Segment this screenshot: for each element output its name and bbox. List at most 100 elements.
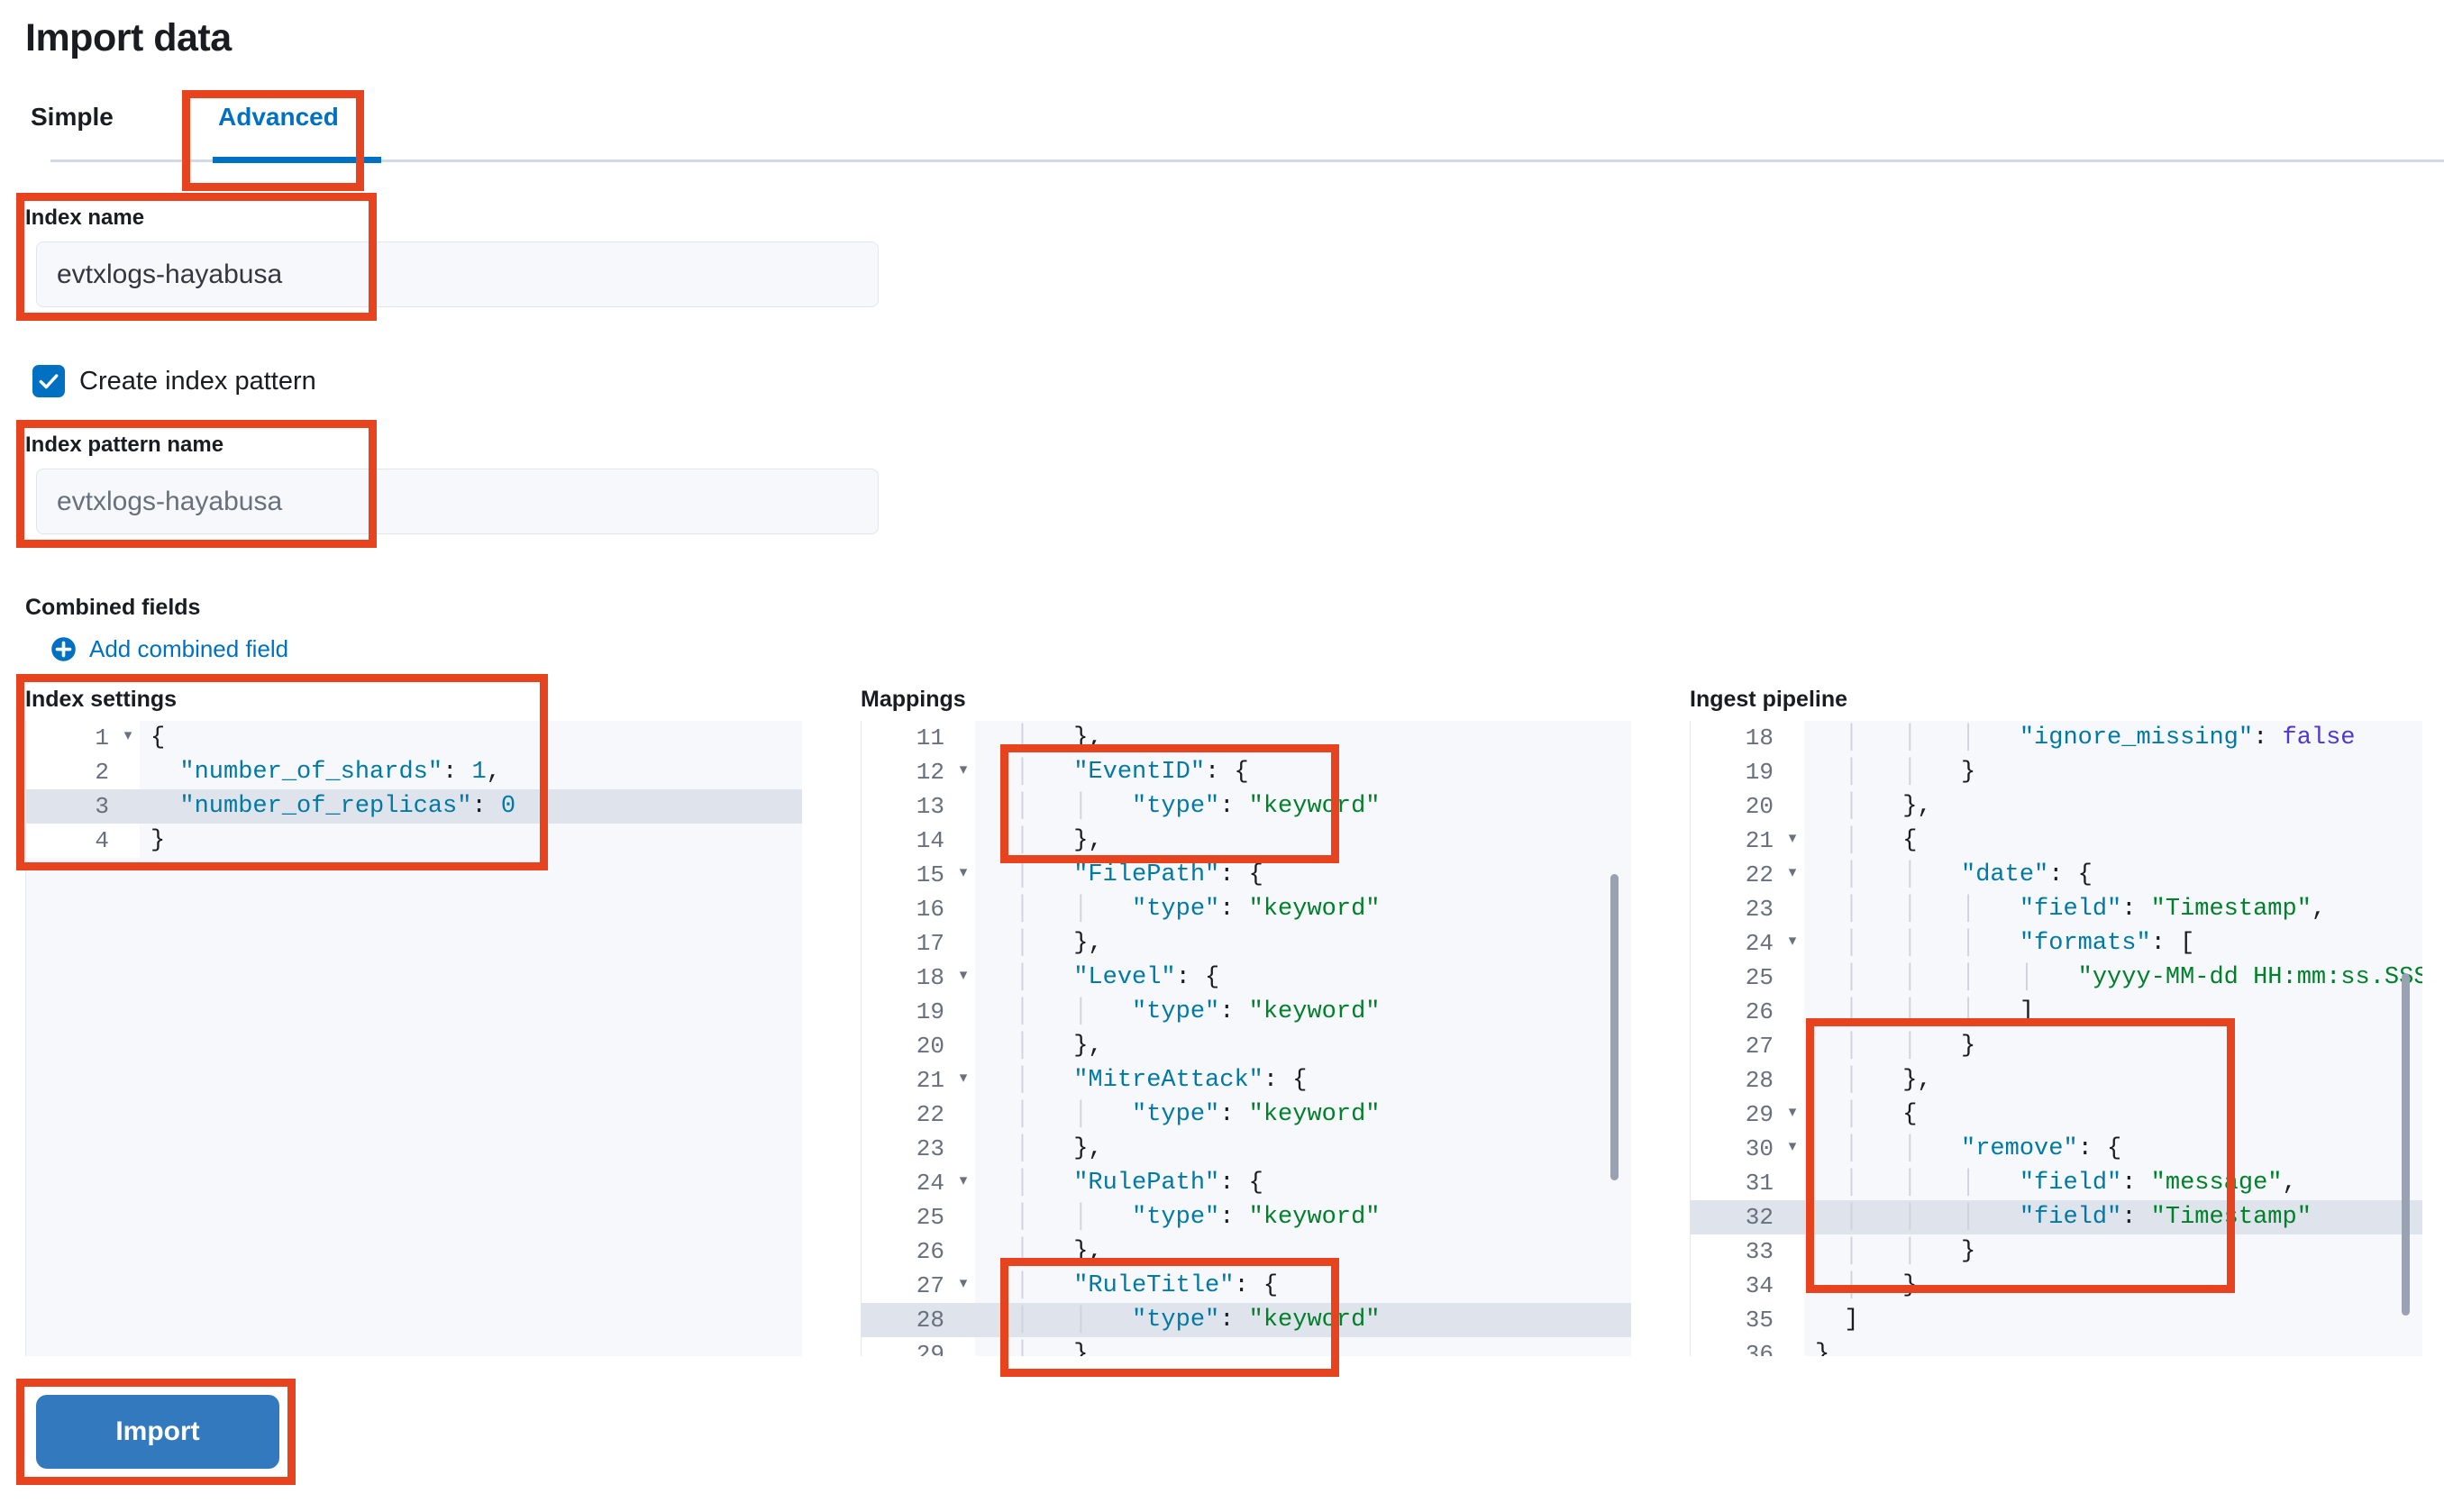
- code-text: │ },: [1015, 1033, 1103, 1060]
- code-line[interactable]: 16 │ │ "type": "keyword": [862, 892, 1631, 926]
- fold-arrow-icon[interactable]: ▾: [952, 1063, 975, 1098]
- code-text: │ │ "type": "keyword": [1015, 1101, 1381, 1128]
- line-number: 33: [1691, 1234, 1781, 1269]
- fold-arrow-icon[interactable]: ▾: [1781, 1098, 1804, 1132]
- fold-arrow-icon[interactable]: ▾: [1781, 824, 1804, 858]
- fold-arrow-icon[interactable]: ▾: [952, 1269, 975, 1303]
- index-name-label: Index name: [25, 205, 145, 230]
- code-line[interactable]: 35 ]: [1691, 1303, 2422, 1337]
- code-text: │ │ │ "formats": [: [1844, 930, 2195, 957]
- code-line[interactable]: 29 │ },: [862, 1337, 1631, 1356]
- line-number: 18: [1691, 721, 1781, 755]
- line-number: 22: [862, 1098, 952, 1132]
- fold-arrow-icon[interactable]: ▾: [952, 858, 975, 892]
- index-settings-editor[interactable]: 1▾{2 "number_of_shards": 1,3 "number_of_…: [25, 721, 802, 1356]
- fold-spacer: [1781, 1303, 1804, 1337]
- index-pattern-name-input[interactable]: evtxlogs-hayabusa: [36, 469, 879, 534]
- import-button[interactable]: Import: [36, 1395, 279, 1469]
- mappings-code[interactable]: 11 │ },12▾ │ "EventID": {13 │ │ "type": …: [862, 721, 1631, 1356]
- code-line[interactable]: 23 │ │ │ "field": "Timestamp",: [1691, 892, 2422, 926]
- code-line[interactable]: 23 │ },: [862, 1132, 1631, 1166]
- code-line[interactable]: 26 │ },: [862, 1234, 1631, 1269]
- code-line[interactable]: 22▾ │ │ "date": {: [1691, 858, 2422, 892]
- code-line[interactable]: 32 │ │ │ "field": "Timestamp": [1691, 1200, 2422, 1234]
- code-line[interactable]: 27 │ │ }: [1691, 1029, 2422, 1063]
- code-line[interactable]: 28 │ },: [1691, 1063, 2422, 1098]
- mappings-editor[interactable]: 11 │ },12▾ │ "EventID": {13 │ │ "type": …: [861, 721, 1631, 1356]
- line-number: 19: [1691, 755, 1781, 789]
- fold-spacer: [1781, 1337, 1804, 1356]
- code-line[interactable]: 18 │ │ │ "ignore_missing": false: [1691, 721, 2422, 755]
- fold-arrow-icon[interactable]: ▾: [952, 755, 975, 789]
- code-line[interactable]: 1▾{: [26, 721, 802, 755]
- code-line[interactable]: 31 │ │ │ "field": "message",: [1691, 1166, 2422, 1200]
- ingest-pipeline-scrollbar[interactable]: [2402, 973, 2410, 1316]
- line-number: 24: [862, 1166, 952, 1200]
- line-number: 21: [862, 1063, 952, 1098]
- fold-arrow-icon[interactable]: ▾: [1781, 926, 1804, 961]
- code-text: │ "EventID": {: [1015, 759, 1249, 786]
- code-line[interactable]: 20 │ },: [1691, 789, 2422, 824]
- tab-bar-divider: [50, 159, 2444, 162]
- code-line[interactable]: 19 │ │ "type": "keyword": [862, 995, 1631, 1029]
- index-settings-code[interactable]: 1▾{2 "number_of_shards": 1,3 "number_of_…: [26, 721, 802, 1356]
- fold-arrow-icon[interactable]: ▾: [116, 721, 140, 755]
- line-number: 28: [1691, 1063, 1781, 1098]
- checkbox-checked-icon[interactable]: [32, 365, 65, 397]
- line-number: 20: [1691, 789, 1781, 824]
- code-line[interactable]: 25 │ │ "type": "keyword": [862, 1200, 1631, 1234]
- mappings-scrollbar[interactable]: [1610, 874, 1619, 1180]
- fold-arrow-icon[interactable]: ▾: [952, 1166, 975, 1200]
- line-number: 35: [1691, 1303, 1781, 1337]
- code-line[interactable]: 21▾ │ {: [1691, 824, 2422, 858]
- fold-spacer: [1781, 1166, 1804, 1200]
- code-line[interactable]: 21▾ │ "MitreAttack": {: [862, 1063, 1631, 1098]
- tab-simple[interactable]: Simple: [25, 97, 119, 162]
- code-line[interactable]: 14 │ },: [862, 824, 1631, 858]
- fold-spacer: [1781, 1269, 1804, 1303]
- code-line[interactable]: 17 │ },: [862, 926, 1631, 961]
- line-number: 23: [862, 1132, 952, 1166]
- fold-arrow-icon[interactable]: ▾: [1781, 858, 1804, 892]
- code-line[interactable]: 20 │ },: [862, 1029, 1631, 1063]
- code-line[interactable]: 13 │ │ "type": "keyword": [862, 789, 1631, 824]
- fold-spacer: [952, 789, 975, 824]
- code-text: │ │ "type": "keyword": [1015, 1307, 1381, 1334]
- index-name-input[interactable]: evtxlogs-hayabusa: [36, 241, 879, 307]
- code-line[interactable]: 24▾ │ │ │ "formats": [: [1691, 926, 2422, 961]
- code-line[interactable]: 34 │ }: [1691, 1269, 2422, 1303]
- code-line[interactable]: 29▾ │ {: [1691, 1098, 2422, 1132]
- tab-advanced[interactable]: Advanced: [213, 97, 344, 162]
- code-line[interactable]: 12▾ │ "EventID": {: [862, 755, 1631, 789]
- code-line[interactable]: 30▾ │ │ "remove": {: [1691, 1132, 2422, 1166]
- code-line[interactable]: 36}: [1691, 1337, 2422, 1356]
- code-line[interactable]: 22 │ │ "type": "keyword": [862, 1098, 1631, 1132]
- code-text: │ },: [1844, 1067, 1932, 1094]
- code-line[interactable]: 25 │ │ │ │ "yyyy-MM-dd HH:mm:ss.SSS XXX": [1691, 961, 2422, 995]
- fold-spacer: [116, 789, 140, 824]
- fold-spacer: [1781, 1200, 1804, 1234]
- code-line[interactable]: 2 "number_of_shards": 1,: [26, 755, 802, 789]
- code-line[interactable]: 33 │ │ }: [1691, 1234, 2422, 1269]
- code-line[interactable]: 28 │ │ "type": "keyword": [862, 1303, 1631, 1337]
- code-line[interactable]: 18▾ │ "Level": {: [862, 961, 1631, 995]
- code-line[interactable]: 27▾ │ "RuleTitle": {: [862, 1269, 1631, 1303]
- index-pattern-name-label: Index pattern name: [25, 433, 224, 457]
- code-line[interactable]: 11 │ },: [862, 721, 1631, 755]
- code-line[interactable]: 19 │ │ }: [1691, 755, 2422, 789]
- code-line[interactable]: 3 "number_of_replicas": 0: [26, 789, 802, 824]
- code-line[interactable]: 4}: [26, 824, 802, 858]
- code-line[interactable]: 15▾ │ "FilePath": {: [862, 858, 1631, 892]
- line-number: 36: [1691, 1337, 1781, 1356]
- fold-arrow-icon[interactable]: ▾: [952, 961, 975, 995]
- code-text: }: [150, 827, 166, 854]
- code-text: "number_of_replicas": 0: [179, 793, 516, 820]
- add-combined-field-button[interactable]: Add combined field: [50, 635, 288, 663]
- fold-spacer: [952, 1303, 975, 1337]
- code-line[interactable]: 26 │ │ │ ]: [1691, 995, 2422, 1029]
- fold-arrow-icon[interactable]: ▾: [1781, 1132, 1804, 1166]
- code-line[interactable]: 24▾ │ "RulePath": {: [862, 1166, 1631, 1200]
- create-index-pattern-row[interactable]: Create index pattern: [32, 365, 316, 397]
